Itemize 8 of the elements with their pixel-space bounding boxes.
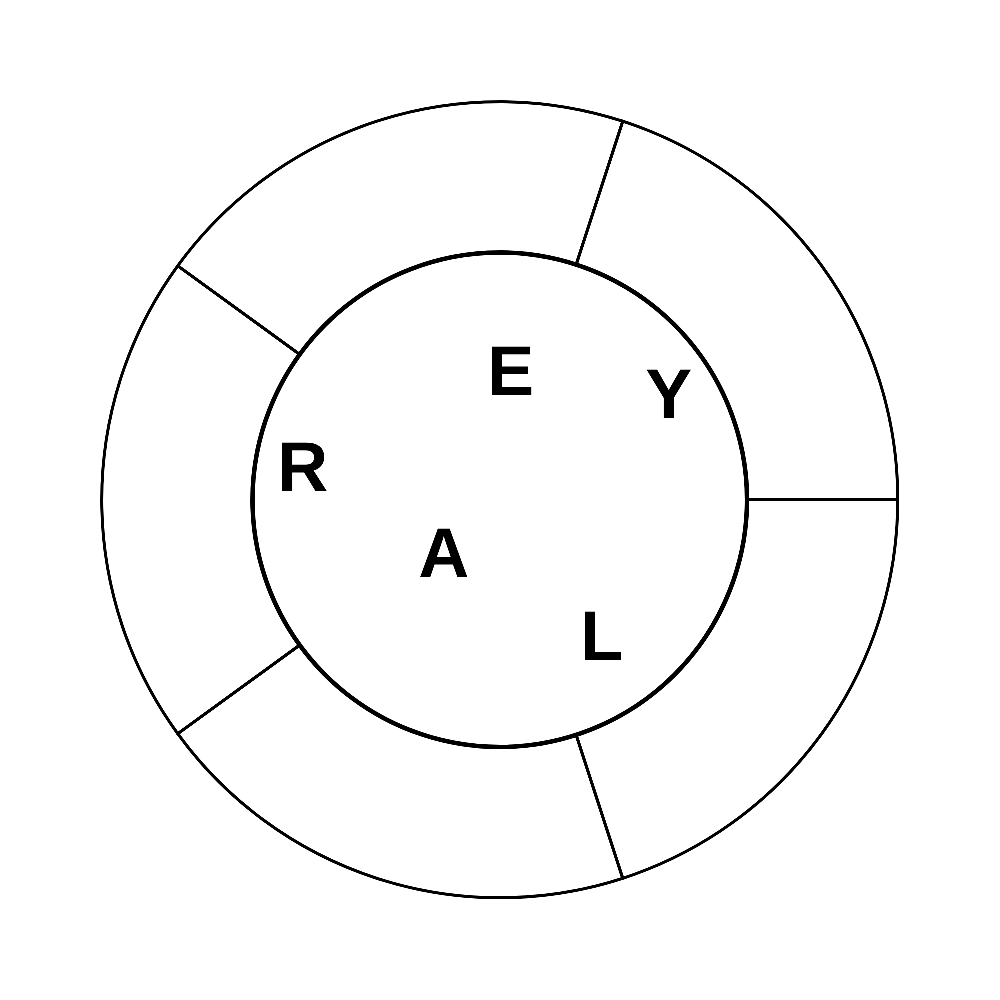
ring-segment: [575, 120, 900, 502]
letter: L: [580, 601, 624, 671]
letter: R: [278, 432, 328, 502]
letter: Y: [646, 359, 692, 429]
ring-segment: [575, 498, 900, 880]
inner-circle: [252, 252, 748, 748]
letter: A: [418, 518, 470, 588]
letter: E: [488, 336, 534, 406]
